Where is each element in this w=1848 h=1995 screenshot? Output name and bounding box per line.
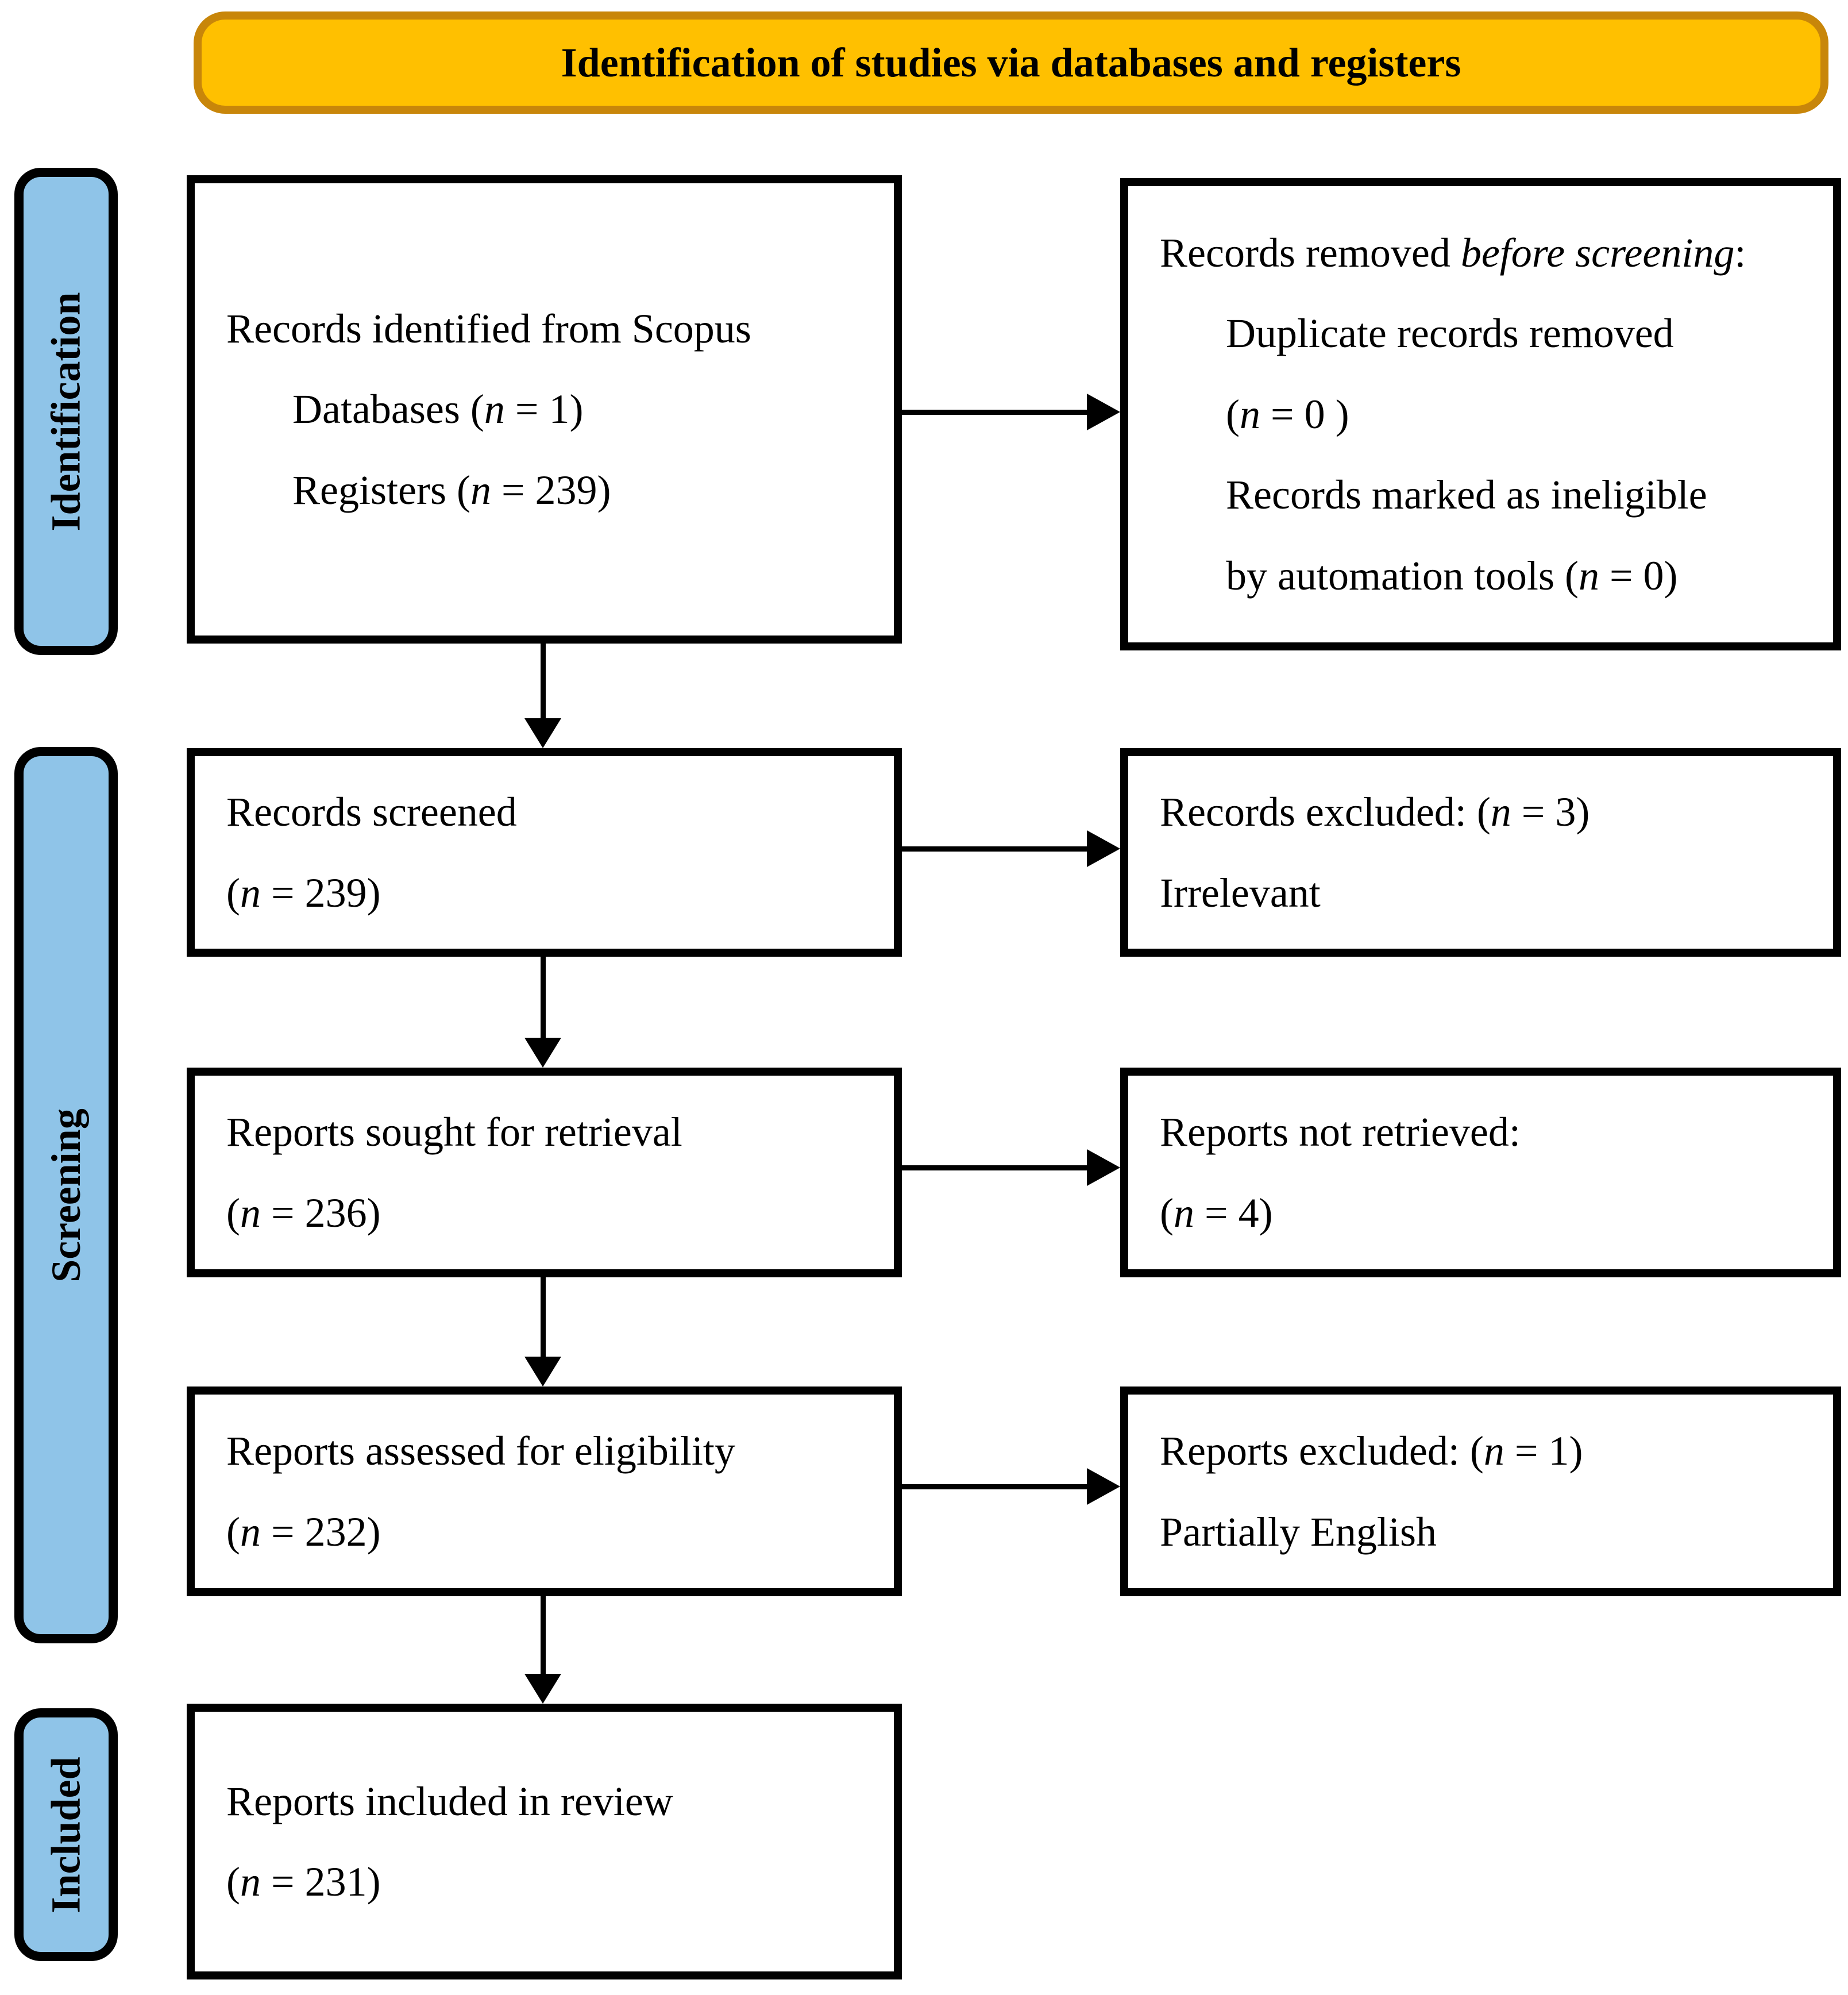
box-reports-assessed: Reports assessed for eligibility (n = 23…: [187, 1387, 902, 1596]
box-line: Records screened: [226, 789, 517, 835]
box-reports-included: Reports included in review (n = 231): [187, 1704, 902, 1979]
box-reports-not-retrieved: Reports not retrieved: (n = 4): [1120, 1068, 1841, 1277]
title-banner: Identification of studies via databases …: [194, 11, 1828, 114]
arrow-sought-to-not-retrieved-head-icon: [1087, 1149, 1120, 1186]
arrow-sought-to-not-retrieved-line: [902, 1165, 1087, 1170]
box-line: (n = 236): [226, 1189, 381, 1236]
box-line: Databases (n = 1): [292, 386, 584, 433]
box-line: Duplicate records removed: [1226, 310, 1674, 357]
box-line: Irrelevant: [1160, 869, 1321, 916]
box-line: Records excluded: (n = 3): [1160, 789, 1590, 835]
arrow-screened-to-sought-line: [541, 957, 546, 1038]
arrow-screened-to-sought-head-icon: [524, 1038, 561, 1068]
arrow-sought-to-assessed-line: [541, 1277, 546, 1357]
stage-label-identification-text: Identification: [43, 291, 89, 532]
box-records-removed: Records removed before screening: Duplic…: [1120, 178, 1841, 650]
title-banner-label: Identification of studies via databases …: [561, 39, 1461, 86]
arrow-sought-to-assessed-head-icon: [524, 1357, 561, 1387]
box-line: Registers (n = 239): [292, 467, 611, 513]
stage-label-identification: Identification: [14, 168, 118, 655]
box-line: Reports sought for retrieval: [226, 1109, 682, 1156]
stage-label-included-text: Included: [43, 1756, 89, 1913]
box-line: Reports assessed for eligibility: [226, 1428, 735, 1474]
box-line: by automation tools (n = 0): [1226, 552, 1678, 599]
box-line: Reports excluded: (n = 1): [1160, 1428, 1583, 1474]
box-records-screened: Records screened (n = 239): [187, 748, 902, 957]
box-line: Reports not retrieved:: [1160, 1109, 1521, 1156]
box-line: Records identified from Scopus: [226, 305, 751, 352]
stage-label-screening: Screening: [14, 747, 118, 1643]
arrow-assessed-to-excluded-line: [902, 1484, 1087, 1489]
box-reports-excluded: Reports excluded: (n = 1) Partially Engl…: [1120, 1387, 1841, 1596]
arrow-identified-to-removed-line: [902, 410, 1087, 415]
stage-label-included: Included: [14, 1708, 118, 1961]
box-reports-sought: Reports sought for retrieval (n = 236): [187, 1068, 902, 1277]
box-records-excluded: Records excluded: (n = 3) Irrelevant: [1120, 748, 1841, 957]
box-line: (n = 232): [226, 1508, 381, 1555]
box-records-identified: Records identified from Scopus Databases…: [187, 175, 902, 644]
arrow-assessed-to-included-line: [541, 1596, 546, 1674]
arrow-identified-to-removed-head-icon: [1087, 394, 1120, 430]
arrow-identified-to-screened-head-icon: [524, 718, 561, 748]
box-line: (n = 231): [226, 1859, 381, 1905]
box-line: Records marked as ineligible: [1226, 472, 1707, 518]
stage-label-screening-text: Screening: [43, 1108, 89, 1282]
box-line: Partially English: [1160, 1508, 1437, 1555]
arrow-assessed-to-excluded-head-icon: [1087, 1468, 1120, 1505]
box-line: (n = 4): [1160, 1189, 1273, 1236]
box-line: (n = 0 ): [1226, 391, 1349, 437]
box-line: Reports included in review: [226, 1778, 673, 1824]
arrow-screened-to-excluded-line: [902, 846, 1087, 852]
arrow-assessed-to-included-head-icon: [524, 1674, 561, 1704]
box-line: (n = 239): [226, 869, 381, 916]
arrow-identified-to-screened-line: [541, 644, 546, 718]
arrow-screened-to-excluded-head-icon: [1087, 830, 1120, 867]
box-line: Records removed before screening:: [1160, 230, 1746, 276]
